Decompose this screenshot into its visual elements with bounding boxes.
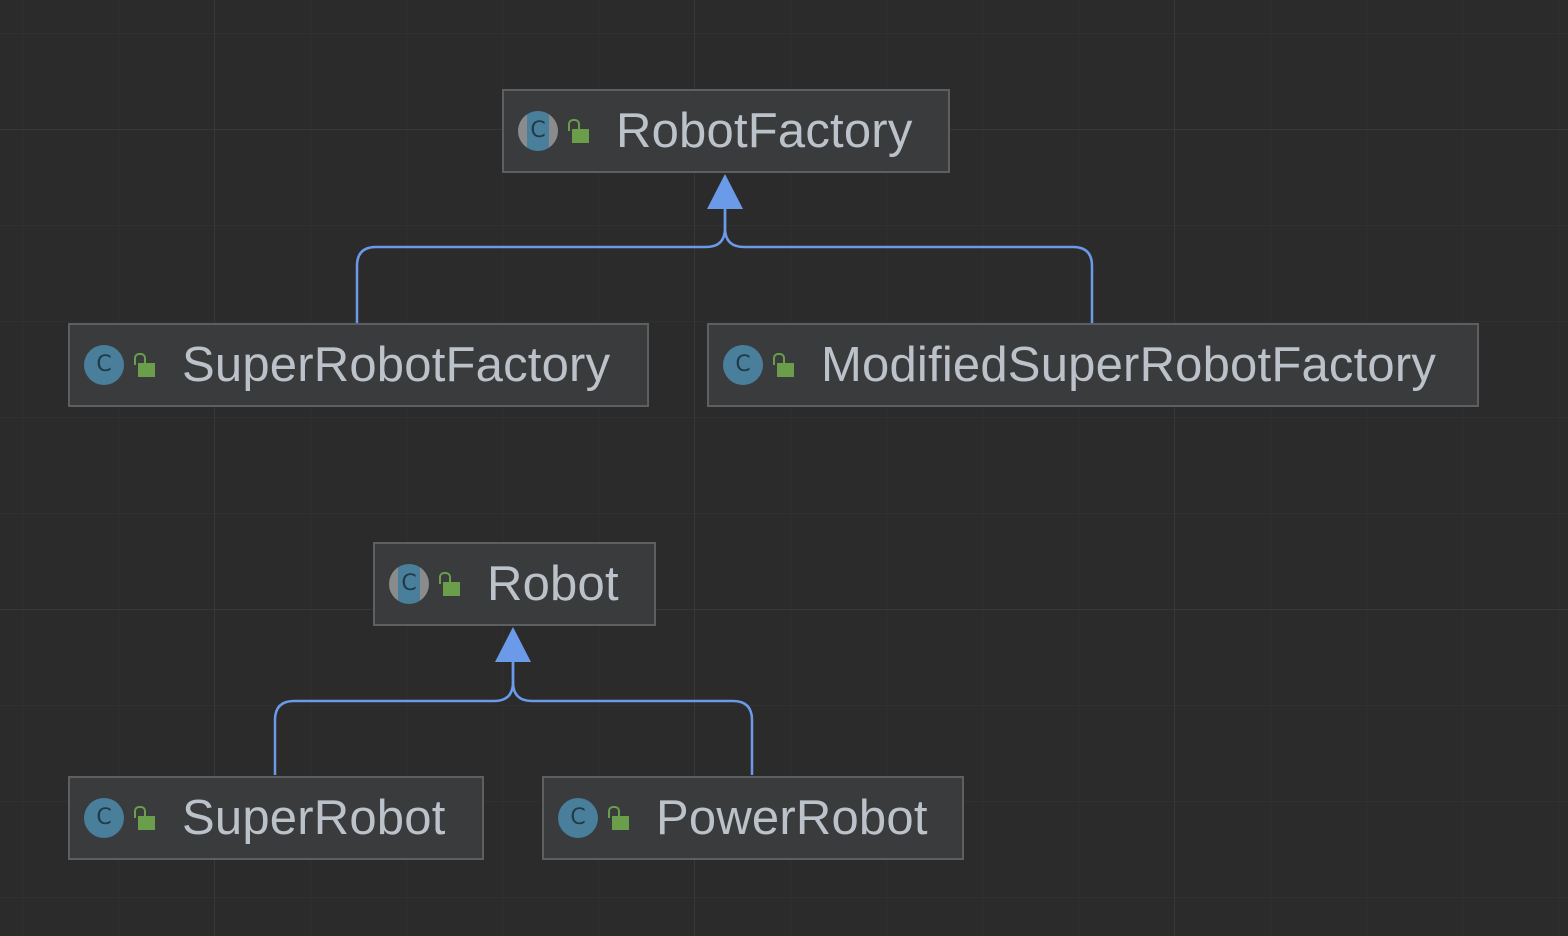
- inheritance-arrowhead-robot-factory: [707, 174, 743, 209]
- class-node-super-robot[interactable]: C SuperRobot: [68, 776, 484, 860]
- unlocked-padlock-icon: [439, 570, 461, 598]
- class-name: PowerRobot: [656, 790, 928, 845]
- class-name: SuperRobot: [182, 790, 446, 845]
- class-icon: C: [84, 345, 124, 385]
- abstract-class-icon: C: [389, 564, 429, 604]
- class-icon: C: [723, 345, 763, 385]
- class-name: Robot: [487, 556, 619, 611]
- edge-super-robot-to-robot: [273, 655, 515, 775]
- class-node-modified-super-robot-factory[interactable]: C ModifiedSuperRobotFactory: [707, 323, 1479, 407]
- class-icon: C: [84, 798, 124, 838]
- edges-robot-factory-group: [355, 174, 1094, 323]
- unlocked-padlock-icon: [134, 351, 156, 379]
- inheritance-arrowhead-robot: [495, 627, 531, 662]
- edges-robot-group: [273, 627, 754, 775]
- class-icon: C: [558, 798, 598, 838]
- edge-modified-super-robot-factory-to-robot-factory: [723, 200, 1094, 323]
- class-name: RobotFactory: [616, 103, 913, 158]
- class-name: SuperRobotFactory: [182, 337, 611, 392]
- class-node-power-robot[interactable]: C PowerRobot: [542, 776, 964, 860]
- edge-power-robot-to-robot: [511, 655, 754, 775]
- unlocked-padlock-icon: [773, 351, 795, 379]
- edge-super-robot-factory-to-robot-factory: [355, 200, 727, 323]
- class-name: ModifiedSuperRobotFactory: [821, 337, 1437, 392]
- abstract-class-icon: C: [518, 111, 558, 151]
- class-node-super-robot-factory[interactable]: C SuperRobotFactory: [68, 323, 649, 407]
- unlocked-padlock-icon: [608, 804, 630, 832]
- class-node-robot[interactable]: C Robot: [373, 542, 656, 626]
- class-node-robot-factory[interactable]: C RobotFactory: [502, 89, 950, 173]
- unlocked-padlock-icon: [134, 804, 156, 832]
- unlocked-padlock-icon: [568, 117, 590, 145]
